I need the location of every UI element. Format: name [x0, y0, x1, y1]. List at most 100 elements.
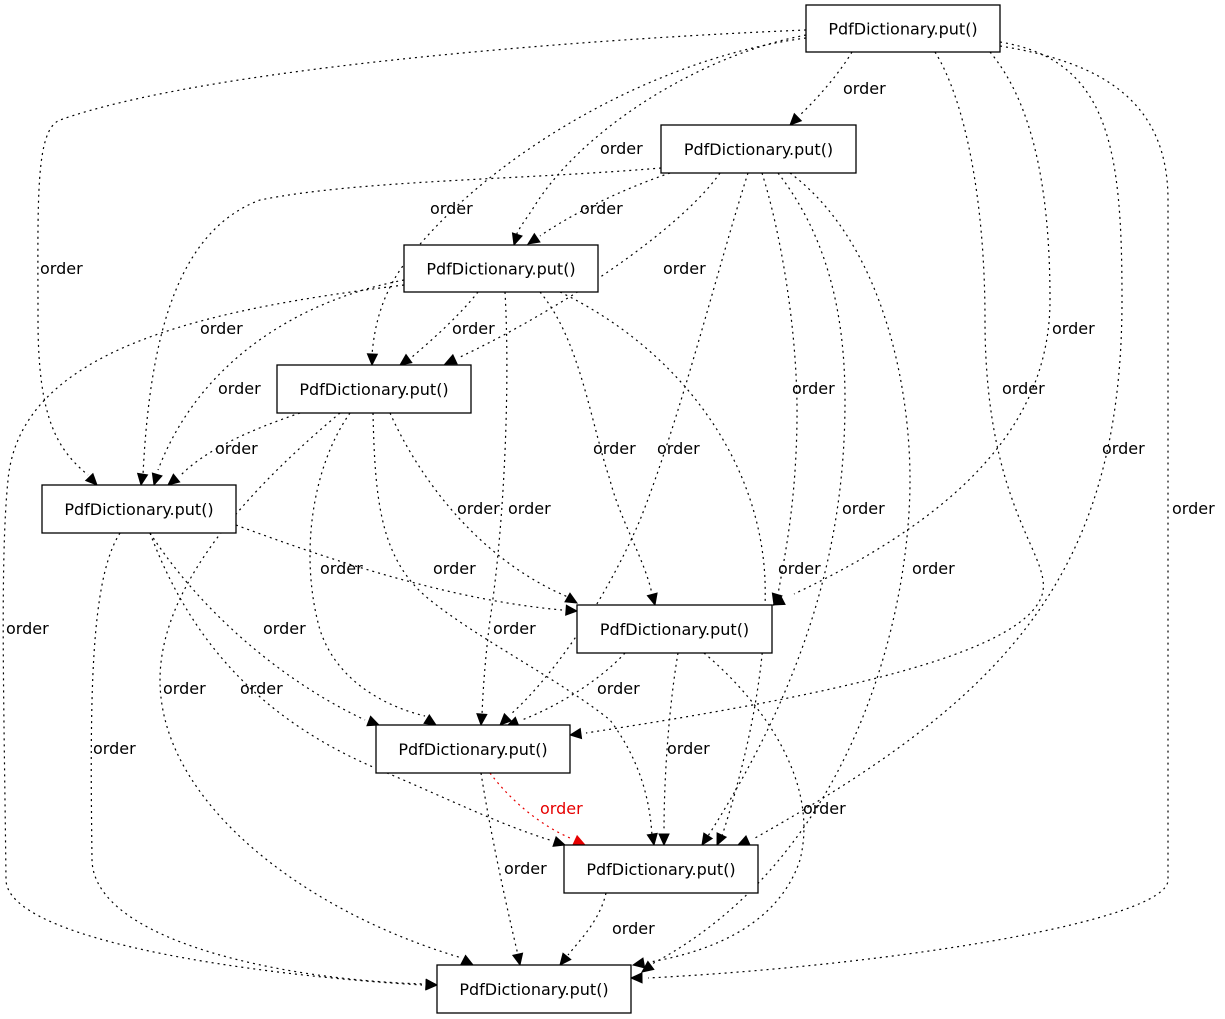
edge-label: order	[6, 619, 49, 638]
node-n2: PdfDictionary.put()	[403, 244, 599, 293]
edge-label: order	[40, 259, 83, 278]
edge-label: order	[200, 319, 243, 338]
edge-label: order	[163, 679, 206, 698]
edge-n2-to-n3: order	[399, 291, 495, 366]
arrowhead	[511, 952, 524, 967]
node-label: PdfDictionary.put()	[684, 140, 833, 159]
edge-label: order	[240, 679, 283, 698]
edge-label: order	[663, 259, 706, 278]
edge-n2-to-n4: order	[151, 279, 405, 487]
edge-label: order	[1002, 379, 1045, 398]
edge-n4-to-n6: order	[149, 532, 381, 727]
edge-n1-to-n3: order	[443, 172, 721, 365]
edge-line	[793, 51, 1051, 595]
edge-label: order	[792, 379, 835, 398]
arrowhead	[366, 715, 381, 727]
arrowhead	[629, 972, 643, 984]
edge-n2-to-n7: order	[559, 291, 821, 847]
edge-n0-to-n1: order	[789, 51, 886, 126]
arrowhead	[658, 833, 670, 847]
edge-line	[798, 51, 853, 117]
node-label: PdfDictionary.put()	[459, 980, 608, 999]
edge-n3-to-n6: order	[309, 412, 438, 726]
arrowhead	[565, 604, 579, 616]
edge-label: order	[612, 919, 655, 938]
edge-n6-to-n7: order	[489, 772, 587, 846]
edge-n5-to-n6: order	[505, 652, 640, 728]
arrowhead	[646, 832, 658, 847]
edge-line	[707, 172, 846, 837]
arrowhead	[399, 353, 413, 366]
node-box	[436, 964, 632, 1014]
edge-n1-to-n4: order	[136, 167, 662, 487]
edge-n3-to-n4: order	[167, 412, 301, 486]
arrowhead	[84, 472, 98, 486]
node-box	[403, 244, 599, 293]
node-box	[41, 484, 237, 534]
edge-n1-to-n7: order	[701, 172, 885, 847]
edge-label: order	[218, 379, 261, 398]
edge-line	[521, 652, 626, 721]
edge-label: order	[842, 499, 885, 518]
arrowhead	[552, 835, 567, 847]
node-label: PdfDictionary.put()	[586, 860, 735, 879]
edge-n1-to-n8: order	[641, 172, 955, 973]
edge-label: order	[1102, 439, 1145, 458]
edge-label: order	[843, 79, 886, 98]
edge-line	[411, 291, 479, 358]
edge-label: order	[452, 319, 495, 338]
edge-label: order	[803, 799, 846, 818]
edge-n0-to-n3: order	[366, 37, 807, 367]
node-label: PdfDictionary.put()	[426, 260, 575, 279]
node-label: PdfDictionary.put()	[828, 20, 977, 39]
edge-n0-to-n4: order	[37, 29, 807, 486]
edge-line	[559, 291, 766, 837]
edge-line	[149, 532, 366, 721]
node-label: PdfDictionary.put()	[299, 380, 448, 399]
edge-label: order	[580, 199, 623, 218]
edge-label: order	[667, 739, 710, 758]
arrowhead	[167, 473, 181, 486]
node-box	[576, 604, 773, 654]
node-label: PdfDictionary.put()	[64, 500, 213, 519]
edge-label: order	[493, 619, 536, 638]
edge-n0-to-n6: order	[568, 51, 1045, 740]
edge-n1-to-n5: order	[761, 172, 835, 607]
arrowhead	[646, 592, 658, 607]
arrowhead	[423, 714, 438, 726]
arrowhead	[564, 592, 579, 604]
arrowhead	[499, 712, 513, 726]
edge-n6-to-n8: order	[480, 772, 547, 967]
edge-label: order	[433, 559, 476, 578]
node-n4: PdfDictionary.put()	[41, 484, 237, 534]
edge-line	[309, 412, 426, 717]
arrowhead	[136, 472, 149, 487]
edges-layer: order order order order order order order order…	[2, 29, 1215, 991]
edge-label: order	[457, 499, 500, 518]
edge-label: order	[1172, 499, 1215, 518]
arrowhead	[425, 978, 439, 991]
edge-label: order	[912, 559, 955, 578]
node-box	[375, 724, 571, 774]
edge-label: order	[593, 439, 636, 458]
edge-n1-to-n6: order	[499, 172, 749, 726]
edge-label: order	[778, 559, 821, 578]
edge-line	[539, 172, 671, 237]
arrowhead	[736, 835, 751, 846]
edge-line	[142, 167, 662, 476]
edge-line	[663, 652, 679, 833]
edge-n3-to-n5: order	[389, 412, 579, 604]
edge-n5-to-n8: order	[631, 652, 846, 969]
edge-label: order	[504, 859, 547, 878]
edge-n2-to-n5: order	[539, 291, 658, 607]
edge-n0-to-n2: order	[511, 34, 807, 247]
node-label: PdfDictionary.put()	[600, 620, 749, 639]
edge-label: order	[597, 679, 640, 698]
node-n5: PdfDictionary.put()	[576, 604, 773, 654]
node-n6: PdfDictionary.put()	[375, 724, 571, 774]
edge-n3-to-n8: order	[159, 412, 475, 966]
edge-label: order	[320, 559, 363, 578]
node-n8: PdfDictionary.put()	[436, 964, 632, 1014]
arrowhead	[716, 832, 728, 847]
